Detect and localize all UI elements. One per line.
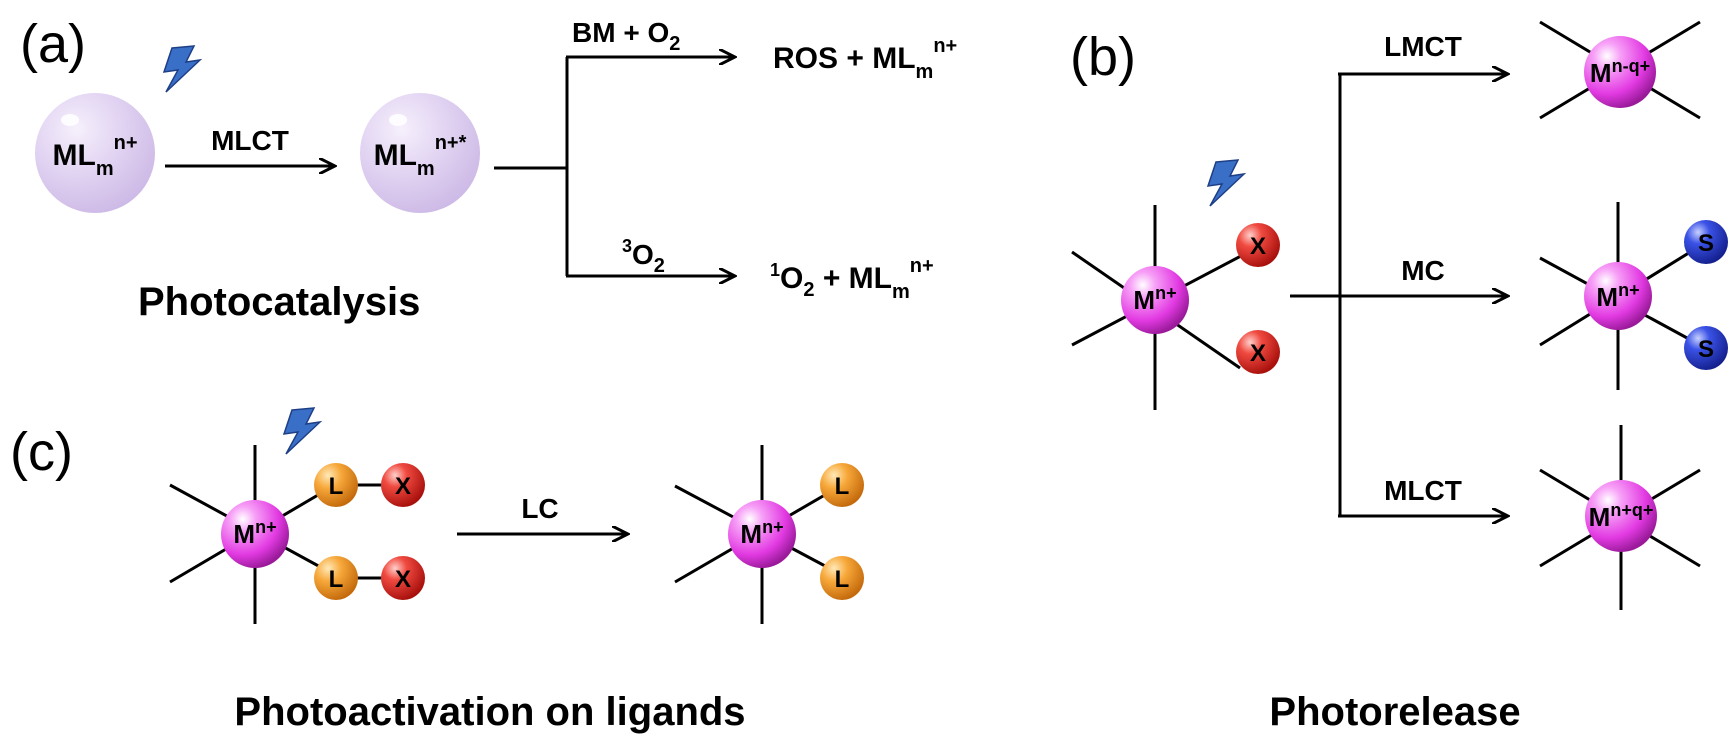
s-ligand [1684,220,1728,264]
lightning-bolt-icon [1207,159,1245,207]
panel-c-label: (c) [10,422,73,482]
mc-label: MC [1401,255,1445,286]
svg-text:L: L [835,566,850,593]
svg-text:Mn-q+: Mn-q+ [1590,56,1650,88]
bm-o2-label: BM + O2 [572,17,680,55]
svg-text:X: X [395,473,411,500]
x-ligand [1236,330,1280,374]
product-complex-c: Mn+ L L [674,445,864,624]
svg-text:Mn+: Mn+ [1596,280,1639,312]
mlct-arrow-label: MLCT [211,125,289,156]
ground-state-formula: MLmn+ [52,132,137,180]
svg-text:X: X [1250,233,1266,260]
svg-text:L: L [835,473,850,500]
mlct-label-b: MLCT [1384,475,1462,506]
svg-text:X: X [395,566,411,593]
metal-center [221,500,289,568]
panel-a-label: (a) [20,14,86,74]
svg-text:X: X [1250,340,1266,367]
reactant-complex-c: Mn+ L X L X [169,445,425,624]
photoactivation-caption: Photoactivation on ligands [234,690,745,734]
s-ligand [1684,326,1728,370]
l-ligand [820,463,864,507]
photocatalysis-caption: Photocatalysis [138,280,420,324]
reactant-complex-b: Mn+ X X [1071,205,1280,410]
lightning-bolt-icon [283,407,321,455]
excited-state-sphere [360,93,480,213]
lightning-bolt-icon [163,45,201,93]
photorelease-caption: Photorelease [1269,690,1520,734]
metal-center [1121,266,1189,334]
l-ligand [314,556,358,600]
singlet-o2-product: 1O2 + MLmn+ [770,255,934,303]
svg-text:S: S [1698,230,1714,257]
lmct-label: LMCT [1384,31,1462,62]
svg-text:S: S [1698,336,1714,363]
excited-state-formula: MLmn+* [374,132,467,180]
x-ligand [381,463,425,507]
x-ligand [1236,223,1280,267]
panel-c: (c) Mn+ L X L X LC Mn+ [10,407,864,734]
lc-label: LC [521,493,558,524]
l-ligand [820,556,864,600]
svg-text:Mn+q+: Mn+q+ [1589,500,1654,532]
l-ligand [314,463,358,507]
svg-text:Mn+: Mn+ [233,517,276,549]
triplet-o2-label: 3O2 [622,236,665,277]
mc-product: Mn+ S S [1539,202,1728,390]
svg-text:Mn+: Mn+ [1133,283,1176,315]
lmct-product: Mn-q+ [1539,20,1701,120]
panel-b-label: (b) [1070,27,1136,87]
mlct-product: Mn+q+ [1539,425,1701,610]
metal-center [728,500,796,568]
panel-b: (b) Mn+ X X LMCT MC MLCT Mn-q+ [1070,20,1728,734]
svg-text:L: L [329,566,344,593]
svg-text:Mn+: Mn+ [740,517,783,549]
svg-text:L: L [329,473,344,500]
panel-a: (a) MLmn+ MLCT MLmn+* BM + O2 ROS + MLmn… [20,14,957,324]
x-ligand [381,556,425,600]
ros-product: ROS + MLmn+ [773,35,957,83]
